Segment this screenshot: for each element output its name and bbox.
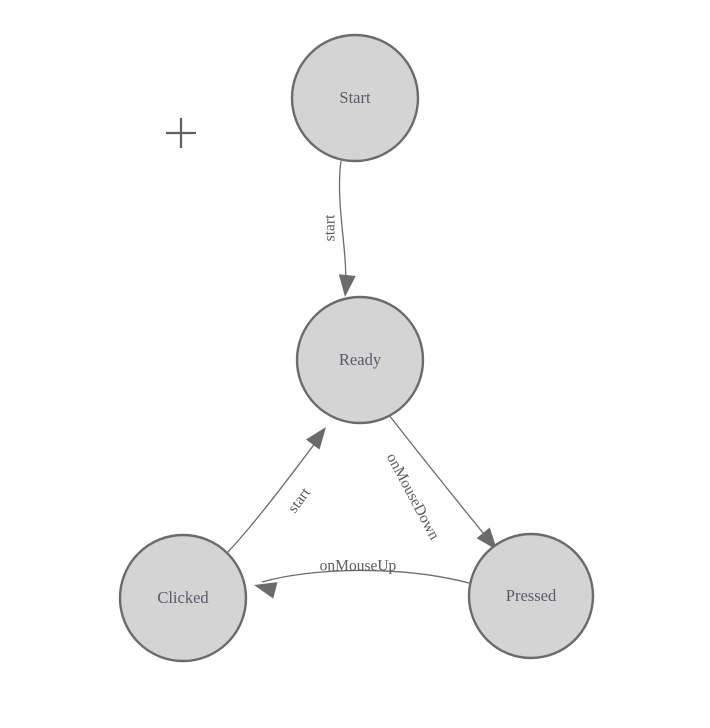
arrowhead-icon (305, 427, 326, 450)
arrowhead-icon (338, 274, 356, 297)
state-node-label-start: Start (339, 88, 371, 107)
edges-layer (226, 160, 504, 599)
edge-label-clicked-to-ready: start (285, 484, 315, 516)
state-node-circle[interactable] (295, 295, 425, 425)
state-node-circle[interactable] (290, 33, 420, 163)
arrowhead-icon (254, 582, 278, 599)
markers-layer (166, 118, 196, 148)
arrowhead-icon (476, 527, 497, 550)
edge-start-to-ready[interactable] (337, 160, 356, 298)
edge-clicked-to-ready[interactable] (226, 422, 333, 554)
edge-line (388, 414, 493, 545)
edge-label-pressed-to-clicked: onMouseUp (320, 558, 397, 575)
state-node-pressed[interactable]: Pressed (467, 532, 595, 660)
state-node-circle[interactable] (467, 532, 595, 660)
edge-line (226, 433, 323, 554)
state-node-label-ready: Ready (339, 350, 382, 369)
edge-label-start-to-ready: start (322, 214, 339, 241)
edge-line (261, 569, 470, 584)
edge-line (338, 160, 347, 292)
edge-ready-to-pressed[interactable] (388, 414, 504, 555)
state-node-start[interactable]: Start (290, 33, 420, 163)
state-node-clicked[interactable]: Clicked (118, 533, 248, 663)
state-node-label-pressed: Pressed (506, 586, 557, 605)
state-node-label-clicked: Clicked (157, 588, 209, 607)
edge-label-ready-to-pressed: onMouseDown (383, 450, 443, 543)
state-node-ready[interactable]: Ready (295, 295, 425, 425)
edge-pressed-to-clicked[interactable] (252, 569, 470, 599)
plus-marker[interactable] (166, 118, 196, 148)
state-node-circle[interactable] (118, 533, 248, 663)
